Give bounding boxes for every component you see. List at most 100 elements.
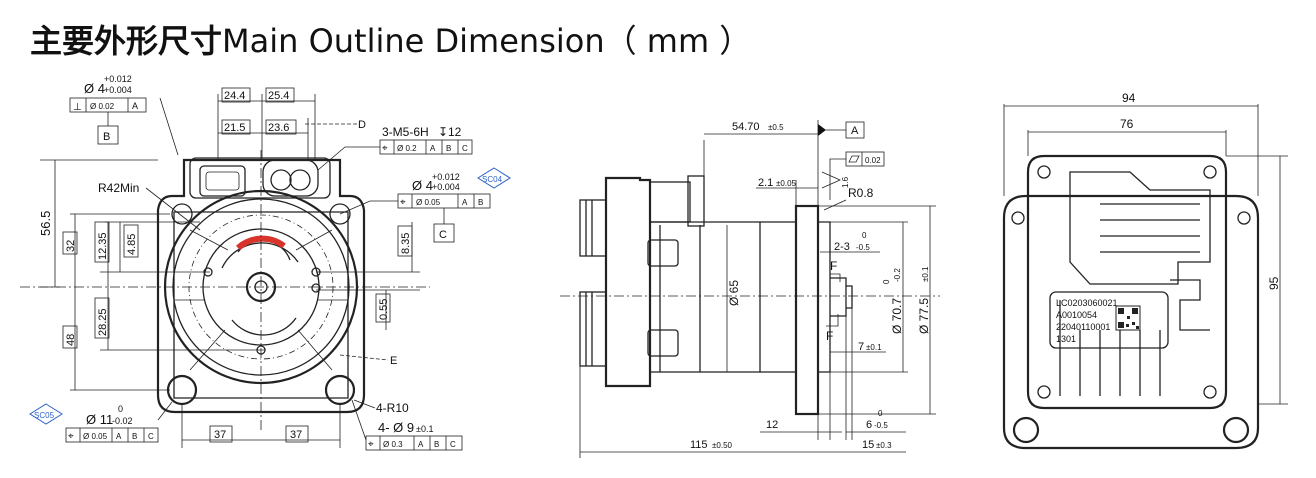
hole2-frame-a: A xyxy=(462,198,468,207)
dim-6-upper: 0 xyxy=(878,409,883,418)
dim-7-tol: ±0.1 xyxy=(866,343,882,352)
hole2-frame-symbol: ⌖ xyxy=(400,197,406,208)
thread-depth-symbol: ↧ xyxy=(438,125,448,139)
dim-56-5: 56.5 xyxy=(38,211,53,236)
holes4-frame-c: C xyxy=(450,440,456,449)
bore-dia: Ø 11 xyxy=(86,412,113,427)
dim-54-70: 54.70 xyxy=(732,121,760,133)
thread-frame: ⌖ Ø 0.2 A B C xyxy=(379,139,473,155)
label-r0-8: R0.8 xyxy=(848,186,874,200)
dim-115-tol: ±0.50 xyxy=(712,441,733,450)
holes4-frame-symbol: ⌖ xyxy=(368,439,374,450)
label-e: E xyxy=(390,355,397,367)
hole2-dia: Ø 4 xyxy=(412,178,433,193)
dim-23-6: 23.6 xyxy=(268,122,289,134)
bore-frame-b: B xyxy=(132,432,137,441)
bore-frame-c: C xyxy=(148,432,154,441)
thread-spec: 3-M5-6H xyxy=(382,125,429,139)
page-title-zh: 主要外形尺寸 xyxy=(30,22,223,60)
dim-4-85: 4.85 xyxy=(126,234,138,255)
dim-0-55: 0.55 xyxy=(378,299,390,320)
sc04-tag: SC04 xyxy=(477,167,511,189)
thread-frame-b: B xyxy=(446,144,451,153)
dia-65: Ø 65 xyxy=(727,280,741,306)
sc05-label: SC05 xyxy=(34,411,55,420)
flatness-frame: 0.02 xyxy=(845,151,885,167)
perp-symbol: ⊥ xyxy=(73,102,82,113)
front-hole-dia: Ø 4 xyxy=(84,81,105,96)
dia-70-7-lower: -0.2 xyxy=(893,268,902,282)
page-title-en: Main Outline Dimension（ mm ） xyxy=(222,22,752,60)
dim-15-tol: ±0.3 xyxy=(876,441,892,450)
dim-2-3-upper: 0 xyxy=(862,231,867,240)
thread-frame-symbol: ⌖ xyxy=(382,143,388,154)
dim-95: 95 xyxy=(1267,276,1281,290)
dim-7: 7 xyxy=(858,341,864,353)
thread-frame-tol: Ø 0.2 xyxy=(397,144,417,153)
dim-15: 15 xyxy=(862,439,874,451)
dim-37-right: 37 xyxy=(290,429,302,441)
thread-frame-a: A xyxy=(430,144,436,153)
holes4-frame-tol: Ø 0.3 xyxy=(383,440,403,449)
bore-frame: ⌖ Ø 0.05 A B C xyxy=(65,427,159,443)
flatness-value: 0.02 xyxy=(865,156,881,165)
label-r42min: R42Min xyxy=(98,181,139,195)
dim-12: 12 xyxy=(766,419,778,431)
dim-8-35: 8.35 xyxy=(400,233,412,254)
bore-frame-tol: Ø 0.05 xyxy=(83,432,108,441)
rear-label-line2: A0010054 xyxy=(1056,310,1097,320)
dia-77-5: Ø 77.5 xyxy=(917,298,931,334)
thread-depth: 12 xyxy=(448,125,462,139)
dim-48: 48 xyxy=(65,334,77,346)
hole2-frame: ⌖ Ø 0.05 A B xyxy=(397,193,491,209)
dim-12-35: 12.35 xyxy=(97,232,109,260)
label-4-r10: 4-R10 xyxy=(376,401,409,415)
dim-32: 32 xyxy=(65,240,77,252)
dia-70-7-upper: 0 xyxy=(882,279,891,284)
perp-tol: Ø 0.02 xyxy=(90,102,115,111)
holes4-frame: ⌖ Ø 0.3 A B C xyxy=(365,435,463,451)
dim-2-1: 2.1 xyxy=(758,177,773,189)
front-perp-frame: ⊥ Ø 0.02 A xyxy=(69,97,147,113)
datum-c: C xyxy=(439,229,447,241)
label-d: D xyxy=(358,119,366,131)
page-title: 主要外形尺寸Main Outline Dimension（ mm ） xyxy=(30,16,751,62)
side-view: 54.70 ±0.5 A 0.02 1.6 2.1 ±0.05 R0.8 2-3… xyxy=(560,120,940,458)
holes4-tol: ±0.1 xyxy=(416,424,433,434)
dim-94: 94 xyxy=(1122,91,1136,105)
hole2-frame-tol: Ø 0.05 xyxy=(416,198,441,207)
hole2-frame-b: B xyxy=(478,198,483,207)
label-f-bottom: F xyxy=(826,329,833,343)
dim-1-6: 1.6 xyxy=(841,176,850,188)
bore-frame-a: A xyxy=(116,432,122,441)
thread-frame-c: C xyxy=(462,144,468,153)
dim-76: 76 xyxy=(1120,117,1134,131)
hole2-tol-upper: +0.012 xyxy=(432,172,460,182)
dim-2-1-tol: ±0.05 xyxy=(776,179,797,188)
bore-frame-symbol: ⌖ xyxy=(68,431,74,442)
side-datum-a: A xyxy=(851,125,859,137)
dim-25-4: 25.4 xyxy=(268,90,289,102)
rear-label-line3: 22040110001 xyxy=(1056,322,1110,332)
dim-115: 115 xyxy=(690,439,708,451)
dim-21-5: 21.5 xyxy=(224,122,245,134)
rear-label-line1: LC0203060021 xyxy=(1056,298,1118,308)
dim-6: 6 xyxy=(866,419,872,431)
dim-2-3-lower: -0.5 xyxy=(856,243,870,252)
dia-70-7: Ø 70.7 xyxy=(890,298,904,334)
dim-6-lower: -0.5 xyxy=(874,421,888,430)
bore-tol-lower: -0.02 xyxy=(112,416,133,426)
holes4-frame-b: B xyxy=(434,440,439,449)
sc04-label: SC04 xyxy=(482,175,503,184)
dim-24-4: 24.4 xyxy=(224,90,245,102)
dim-54-70-tol: ±0.5 xyxy=(768,123,784,132)
hole2-tol-lower: +0.004 xyxy=(432,182,460,192)
dia-77-5-tol: ±0.1 xyxy=(921,266,930,282)
front-hole-tol-lower: +0.004 xyxy=(104,85,132,95)
rear-label-line4: 1301 xyxy=(1056,334,1076,344)
label-f-top: F xyxy=(830,259,837,273)
datum-b: B xyxy=(103,131,110,143)
holes4-dia: 4- Ø 9 xyxy=(378,420,414,435)
dim-37-left: 37 xyxy=(214,429,226,441)
